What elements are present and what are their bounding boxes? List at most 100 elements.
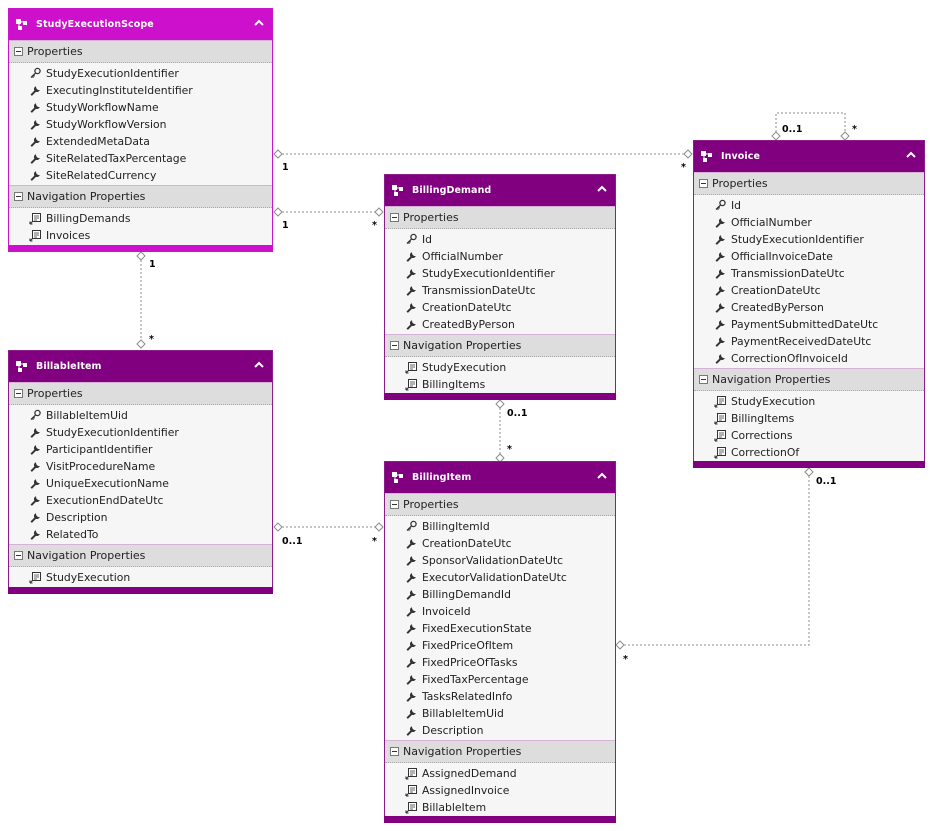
- property-row[interactable]: CreatedByPerson: [694, 299, 924, 316]
- property-row[interactable]: ParticipantIdentifier: [9, 441, 272, 458]
- navigation-section-header[interactable]: Navigation Properties: [385, 740, 615, 763]
- property-row[interactable]: StudyExecutionIdentifier: [385, 265, 615, 282]
- entity-footer: [693, 461, 925, 468]
- property-row[interactable]: CreationDateUtc: [385, 299, 615, 316]
- collapse-toggle-icon[interactable]: [699, 179, 708, 188]
- navigation-property-row[interactable]: BillingItems: [385, 376, 615, 393]
- property-row[interactable]: Description: [385, 722, 615, 739]
- collapse-toggle-icon[interactable]: [14, 192, 23, 201]
- property-row[interactable]: BillingDemandId: [385, 586, 615, 603]
- property-row[interactable]: VisitProcedureName: [9, 458, 272, 475]
- property-name: Id: [731, 199, 742, 212]
- navigation-property-row[interactable]: StudyExecution: [9, 569, 272, 586]
- property-row[interactable]: StudyWorkflowName: [9, 99, 272, 116]
- property-row[interactable]: BillableItemUid: [9, 407, 272, 424]
- multiplicity-label: *: [149, 334, 154, 345]
- property-row[interactable]: StudyExecutionIdentifier: [9, 424, 272, 441]
- navigation-property-row[interactable]: BillableItem: [385, 799, 615, 816]
- properties-section-header[interactable]: Properties: [385, 493, 615, 516]
- collapse-toggle-icon[interactable]: [14, 47, 23, 56]
- key-icon: [405, 520, 418, 533]
- property-row[interactable]: TransmissionDateUtc: [694, 265, 924, 282]
- property-name: FixedPriceOfTasks: [422, 656, 518, 669]
- property-row[interactable]: StudyExecutionIdentifier: [9, 65, 272, 82]
- property-name: OfficialInvoiceDate: [731, 250, 833, 263]
- property-row[interactable]: SponsorValidationDateUtc: [385, 552, 615, 569]
- property-row[interactable]: CreationDateUtc: [694, 282, 924, 299]
- properties-section-header[interactable]: Properties: [9, 382, 272, 405]
- property-row[interactable]: SiteRelatedCurrency: [9, 167, 272, 184]
- entity-header[interactable]: BillableItem: [9, 351, 272, 382]
- collapse-chevron-icon[interactable]: [905, 150, 917, 160]
- collapse-toggle-icon[interactable]: [699, 375, 708, 384]
- property-row[interactable]: FixedExecutionState: [385, 620, 615, 637]
- property-row[interactable]: OfficialNumber: [694, 214, 924, 231]
- navigation-property-row[interactable]: AssignedInvoice: [385, 782, 615, 799]
- property-row[interactable]: OfficialInvoiceDate: [694, 248, 924, 265]
- property-row[interactable]: PaymentSubmittedDateUtc: [694, 316, 924, 333]
- entity-header[interactable]: BillingItem: [385, 462, 615, 493]
- multiplicity-label: 0..1: [282, 536, 303, 547]
- navigation-property-row[interactable]: StudyExecution: [385, 359, 615, 376]
- properties-section-header[interactable]: Properties: [385, 206, 615, 229]
- collapse-chevron-icon[interactable]: [596, 184, 608, 194]
- property-row[interactable]: Description: [9, 509, 272, 526]
- collapse-chevron-icon[interactable]: [253, 360, 265, 370]
- navigation-section-header[interactable]: Navigation Properties: [9, 544, 272, 567]
- property-row[interactable]: BillableItemUid: [385, 705, 615, 722]
- property-row[interactable]: RelatedTo: [9, 526, 272, 543]
- navigation-property-row[interactable]: Invoices: [9, 227, 272, 244]
- property-row[interactable]: FixedTaxPercentage: [385, 671, 615, 688]
- multiplicity-label: *: [372, 220, 377, 231]
- properties-section-header[interactable]: Properties: [9, 40, 272, 63]
- properties-section-header[interactable]: Properties: [694, 172, 924, 195]
- entity-header[interactable]: Invoice: [694, 141, 924, 172]
- collapse-toggle-icon[interactable]: [390, 213, 399, 222]
- collapse-toggle-icon[interactable]: [14, 389, 23, 398]
- property-row[interactable]: Id: [385, 231, 615, 248]
- property-row[interactable]: CreatedByPerson: [385, 316, 615, 333]
- navigation-property-row[interactable]: BillingDemands: [9, 210, 272, 227]
- collapse-toggle-icon[interactable]: [390, 747, 399, 756]
- collapse-toggle-icon[interactable]: [390, 341, 399, 350]
- property-row[interactable]: SiteRelatedTaxPercentage: [9, 150, 272, 167]
- navigation-section-header[interactable]: Navigation Properties: [385, 334, 615, 357]
- collapse-toggle-icon[interactable]: [14, 551, 23, 560]
- property-row[interactable]: CorrectionOfInvoiceId: [694, 350, 924, 367]
- property-row[interactable]: Id: [694, 197, 924, 214]
- navigation-property-row[interactable]: AssignedDemand: [385, 765, 615, 782]
- navigation-property-row[interactable]: BillingItems: [694, 410, 924, 427]
- collapse-chevron-icon[interactable]: [596, 471, 608, 481]
- property-name: CreationDateUtc: [422, 301, 512, 314]
- property-row[interactable]: TasksRelatedInfo: [385, 688, 615, 705]
- property-row[interactable]: StudyExecutionIdentifier: [694, 231, 924, 248]
- property-row[interactable]: BillingItemId: [385, 518, 615, 535]
- property-row[interactable]: ExecutorValidationDateUtc: [385, 569, 615, 586]
- property-row[interactable]: ExecutingInstituteIdentifier: [9, 82, 272, 99]
- property-row[interactable]: StudyWorkflowVersion: [9, 116, 272, 133]
- navigation-section-header[interactable]: Navigation Properties: [9, 185, 272, 208]
- property-row[interactable]: CreationDateUtc: [385, 535, 615, 552]
- property-row[interactable]: FixedPriceOfItem: [385, 637, 615, 654]
- navigation-section-header[interactable]: Navigation Properties: [694, 368, 924, 391]
- property-row[interactable]: TransmissionDateUtc: [385, 282, 615, 299]
- property-row[interactable]: ExtendedMetaData: [9, 133, 272, 150]
- entity-study-execution-scope[interactable]: StudyExecutionScope Properties StudyExec…: [8, 8, 273, 252]
- property-row[interactable]: ExecutionEndDateUtc: [9, 492, 272, 509]
- property-row[interactable]: InvoiceId: [385, 603, 615, 620]
- property-row[interactable]: PaymentReceivedDateUtc: [694, 333, 924, 350]
- collapse-toggle-icon[interactable]: [390, 500, 399, 509]
- collapse-chevron-icon[interactable]: [253, 18, 265, 28]
- navigation-property-row[interactable]: Corrections: [694, 427, 924, 444]
- property-row[interactable]: OfficialNumber: [385, 248, 615, 265]
- navigation-property-row[interactable]: StudyExecution: [694, 393, 924, 410]
- property-row[interactable]: FixedPriceOfTasks: [385, 654, 615, 671]
- entity-header[interactable]: StudyExecutionScope: [9, 9, 272, 40]
- property-row[interactable]: UniqueExecutionName: [9, 475, 272, 492]
- navigation-property-row[interactable]: CorrectionOf: [694, 444, 924, 461]
- entity-header[interactable]: BillingDemand: [385, 175, 615, 206]
